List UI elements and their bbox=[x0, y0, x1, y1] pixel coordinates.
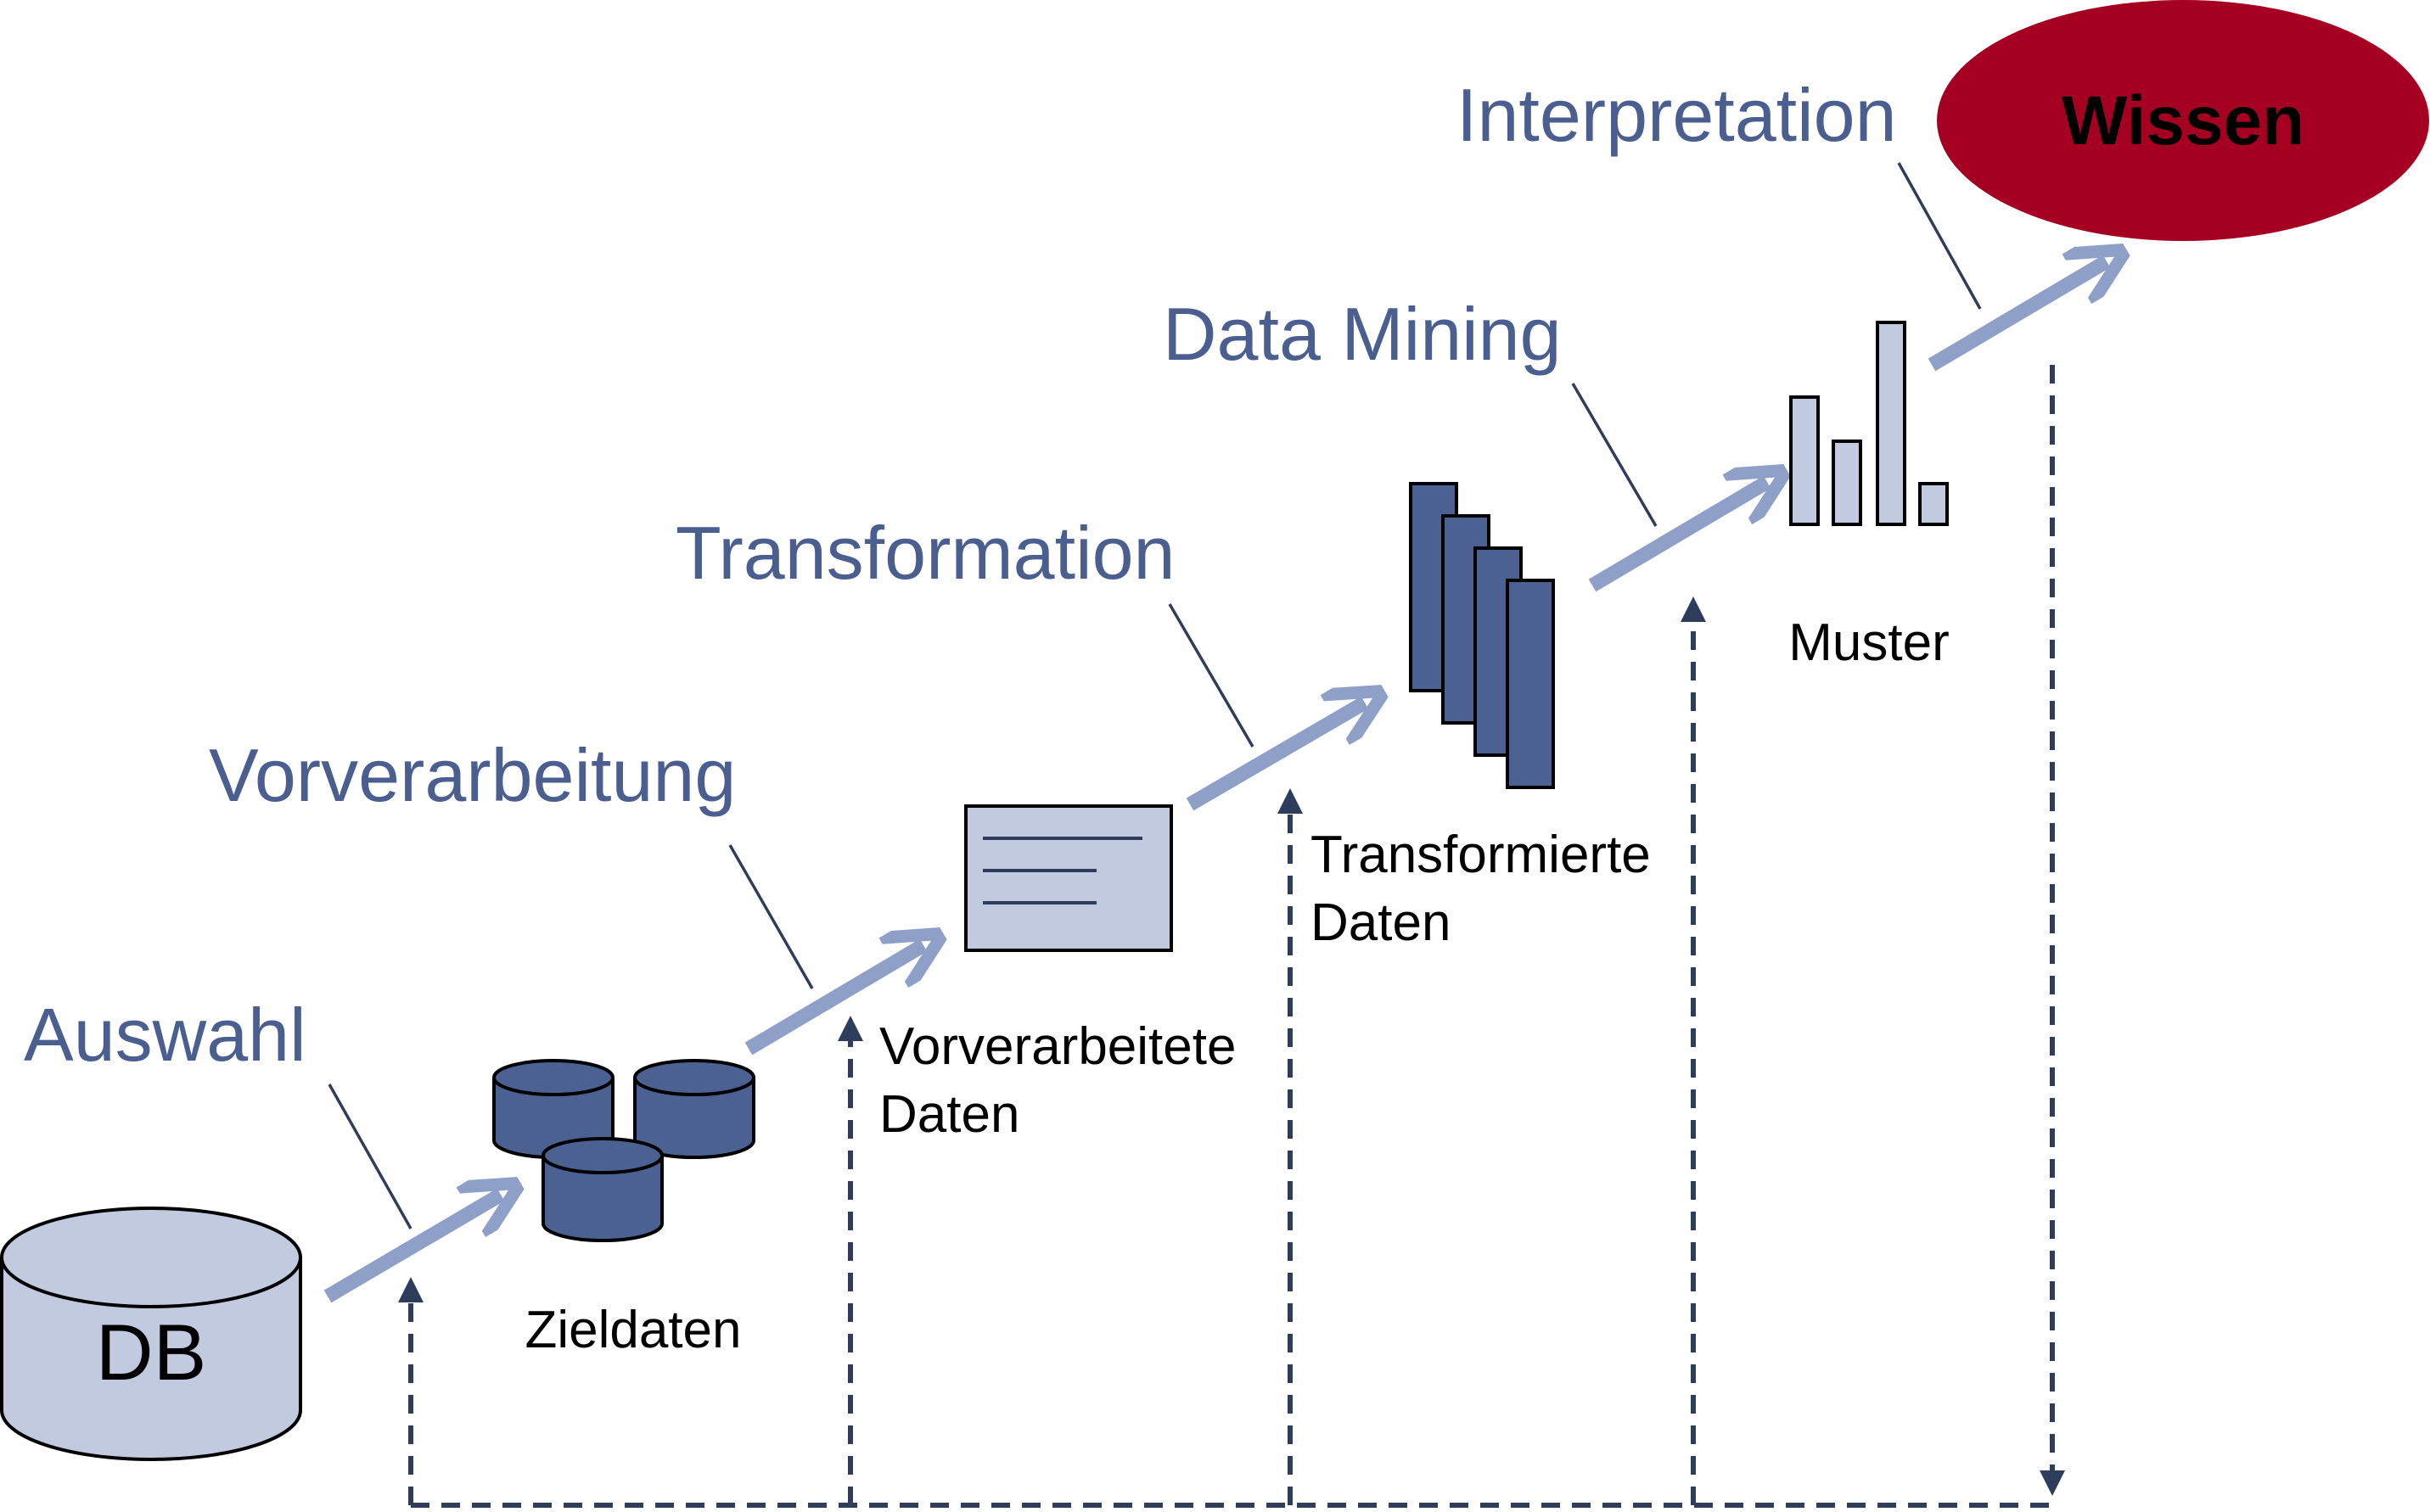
db-cylinder-icon bbox=[0, 1207, 302, 1461]
step-label-transformation: Transformation bbox=[676, 511, 1176, 595]
feedback-loop bbox=[398, 365, 2065, 1508]
step-label-data-mining: Data Mining bbox=[1163, 292, 1562, 376]
muster-bars-icon bbox=[1789, 321, 1949, 526]
muster-label: Muster bbox=[1788, 613, 1949, 672]
arrow-transformation bbox=[1186, 703, 1365, 811]
process-arrows bbox=[323, 261, 2107, 1303]
connector-transformation bbox=[1168, 603, 1254, 748]
wissen-label: Wissen bbox=[2062, 82, 2304, 160]
wissen-ellipse bbox=[1937, 0, 2429, 241]
arrow-interpretation bbox=[1928, 261, 2107, 372]
vorverarbeitete-daten-label-line2: Daten bbox=[879, 1085, 1019, 1144]
label-connectors bbox=[328, 162, 1982, 1229]
vorverarbeitete-daten-document-icon bbox=[964, 804, 1173, 952]
connector-auswahl bbox=[328, 1084, 412, 1229]
transformierte-daten-label-line2: Daten bbox=[1310, 893, 1451, 952]
transformierte-daten-label-line1: Transformierte bbox=[1310, 826, 1651, 884]
zieldaten-cylinders-icon bbox=[492, 1059, 755, 1242]
transformierte-daten-stack-icon bbox=[1409, 482, 1555, 789]
step-label-auswahl: Auswahl bbox=[24, 993, 306, 1077]
connector-interpretation bbox=[1897, 162, 1982, 310]
arrow-vorverarbeitung bbox=[744, 945, 923, 1056]
connector-vorverarbeitung bbox=[728, 844, 814, 989]
arrow-auswahl bbox=[323, 1195, 501, 1303]
zieldaten-label: Zieldaten bbox=[525, 1301, 741, 1359]
db-label: DB bbox=[96, 1308, 207, 1397]
step-label-vorverarbeitung: Vorverarbeitung bbox=[209, 733, 736, 817]
step-label-interpretation: Interpretation bbox=[1456, 73, 1897, 157]
connector-data-mining bbox=[1571, 383, 1658, 527]
arrow-data-mining bbox=[1588, 482, 1767, 592]
vorverarbeitete-daten-label-line1: Vorverarbeitete bbox=[879, 1017, 1236, 1076]
